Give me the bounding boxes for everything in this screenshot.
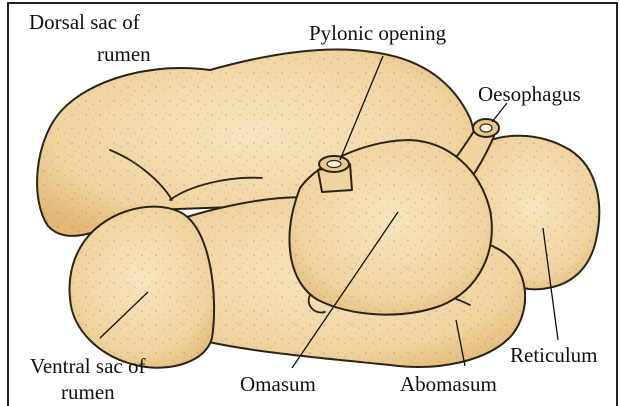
label-ventral-sac-line1: Ventral sac of [30,354,145,378]
label-pyloric-opening: Pylonic opening [309,21,447,45]
label-oesophagus: Oesophagus [478,82,581,106]
label-ventral-sac-line2: rumen [61,380,115,404]
label-omasum: Omasum [240,372,316,396]
label-dorsal-sac-line1: Dorsal sac of [29,10,140,34]
label-reticulum: Reticulum [510,343,598,367]
pyloric-opening-tube [318,156,352,192]
label-abomasum: Abomasum [400,372,497,396]
label-dorsal-sac-line2: rumen [97,42,151,66]
